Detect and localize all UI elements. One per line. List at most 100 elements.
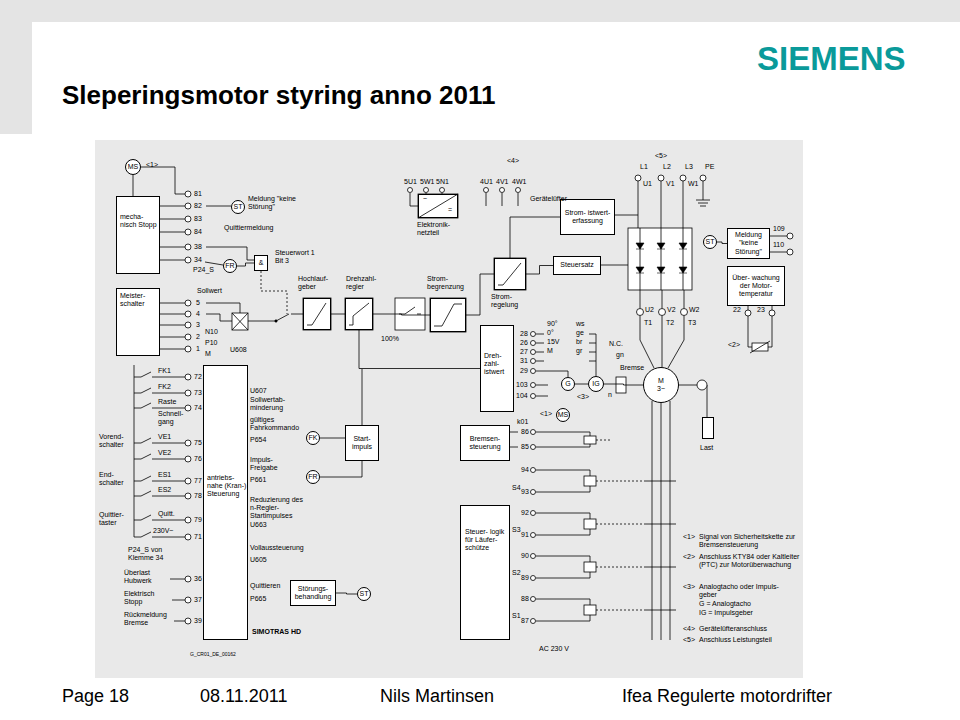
node-text: 3~ (657, 385, 665, 393)
terminal-symbol (185, 322, 191, 328)
terminal-number: 103 (516, 381, 528, 389)
callout-number: <2> (683, 553, 695, 561)
terminal-symbol (531, 350, 536, 355)
annotation-text: Raste (158, 398, 176, 406)
logic-gate: & (254, 255, 268, 271)
terminal-symbol (531, 554, 536, 559)
process-box: Meldung "keine Störung" (727, 228, 770, 259)
annotation-text: k01 (517, 418, 528, 426)
node-text: mecha- nisch Stopp (120, 213, 160, 229)
node-text: Drehzahl- regler (346, 275, 388, 291)
terminal-symbol (185, 229, 191, 235)
terminal-symbol (531, 383, 536, 388)
footer-text: Nils Martinsen (380, 686, 494, 707)
node-text: ST (360, 590, 369, 598)
terminal-symbol (185, 534, 191, 540)
annotation-text: P24_S von Klemme 34 (128, 546, 180, 562)
block-symbol (584, 562, 596, 572)
terminal-number: 2 (196, 333, 200, 341)
terminal-number: 87 (521, 617, 529, 625)
terminal-symbol (700, 175, 706, 181)
signal-name: ES2 (158, 486, 171, 494)
thyristor-symbol (636, 249, 687, 273)
connector (336, 593, 357, 594)
slide-frame (0, 0, 960, 22)
signal-name: S2 (512, 569, 521, 577)
motor-circle: M3~ (643, 367, 679, 403)
annotation-text: 5U1 (404, 178, 417, 186)
callout-number: <1> (540, 410, 552, 418)
terminal-symbol (185, 576, 191, 582)
block-symbol (584, 476, 596, 486)
control-line (261, 271, 287, 314)
annotation-text: 5N1 (436, 178, 449, 186)
terminal-symbol (531, 576, 536, 581)
terminal-symbol (185, 390, 191, 396)
wire-line (170, 579, 185, 621)
terminal-number: 37 (194, 596, 202, 604)
terminal-number: 38 (194, 243, 202, 251)
node-text: Strom- istwert- erfassung (563, 209, 612, 225)
terminal-symbol (531, 369, 536, 374)
annotation-text: End- schalter (99, 471, 131, 487)
slide-title: Sleperingsmotor styring anno 2011 (62, 80, 495, 111)
annotation-text: ws (576, 320, 585, 328)
signal-name: T3 (688, 319, 696, 327)
wire-line (646, 481, 676, 610)
signal-name: T2 (666, 319, 674, 327)
annotation-text: br (576, 338, 582, 346)
thyristor-symbol (636, 267, 644, 273)
node-text: Hochlauf- geber (298, 275, 342, 291)
terminal-number: 5 (196, 299, 200, 307)
terminal-symbol (185, 334, 191, 340)
terminal-number: 3 (196, 321, 200, 329)
terminal-symbol (185, 456, 191, 462)
legend-text: Anschluss KTY84 oder Kaltleiter (PTC) zu… (699, 553, 801, 569)
terminal-symbol (185, 203, 191, 209)
legend-text: Analogtacho oder Impuls- geber (699, 583, 787, 599)
terminal-symbol (484, 188, 489, 193)
process-box: Steuer- logik für Läufer- schütze (460, 505, 510, 640)
annotation-text: Gerätelüfter (530, 195, 567, 203)
wire-line (748, 306, 772, 353)
terminal-symbol (531, 468, 536, 473)
signal-name: U605 (250, 556, 267, 564)
annotation-text: 15V (547, 338, 559, 346)
connector (717, 242, 727, 244)
terminal-number: 22 (733, 306, 741, 314)
thyristor-symbol (679, 243, 687, 249)
terminal-symbol (185, 346, 191, 352)
brand-logo: SIEMENS (757, 40, 906, 78)
terminal-symbol (440, 188, 445, 193)
annotation-text: Quittieren (250, 582, 280, 590)
annotation-text: 4V1 (496, 178, 508, 186)
terminal-number: 29 (520, 367, 528, 375)
terminal-number: 90 (521, 552, 529, 560)
terminal-symbol (680, 175, 686, 181)
connector (331, 314, 345, 315)
annotation-text: gr (576, 347, 582, 355)
terminal-symbol (787, 233, 793, 239)
node-text: ~ (423, 195, 427, 203)
encoder-circle: IG (588, 376, 604, 392)
signal-name: L3 (685, 163, 693, 171)
annotation-text: gültiges Fahrkommando (250, 416, 308, 432)
process-box: Steuersatz (553, 256, 601, 275)
annotation-text: Sollwertab- minderung (250, 396, 302, 412)
node-text: Meister- schalter (120, 292, 160, 308)
terminal-symbol (531, 445, 536, 450)
connector (373, 314, 430, 315)
connector (237, 263, 254, 266)
legend-text: Signal von Sicherheitskette zur Bremsens… (699, 533, 801, 549)
tacho-circle: G (561, 377, 575, 391)
terminal-symbol (531, 597, 536, 602)
wire-line (770, 236, 787, 252)
annotation-text: 90° (547, 320, 558, 328)
annotation-text: Bremse (620, 364, 644, 372)
terminal-number: 94 (521, 466, 529, 474)
annotation-text: Quitt. (158, 510, 175, 518)
terminal-symbol (185, 597, 191, 603)
signal-name: VE1 (158, 433, 171, 441)
signal-name: P661 (250, 476, 266, 484)
terminal-symbol (531, 341, 536, 346)
